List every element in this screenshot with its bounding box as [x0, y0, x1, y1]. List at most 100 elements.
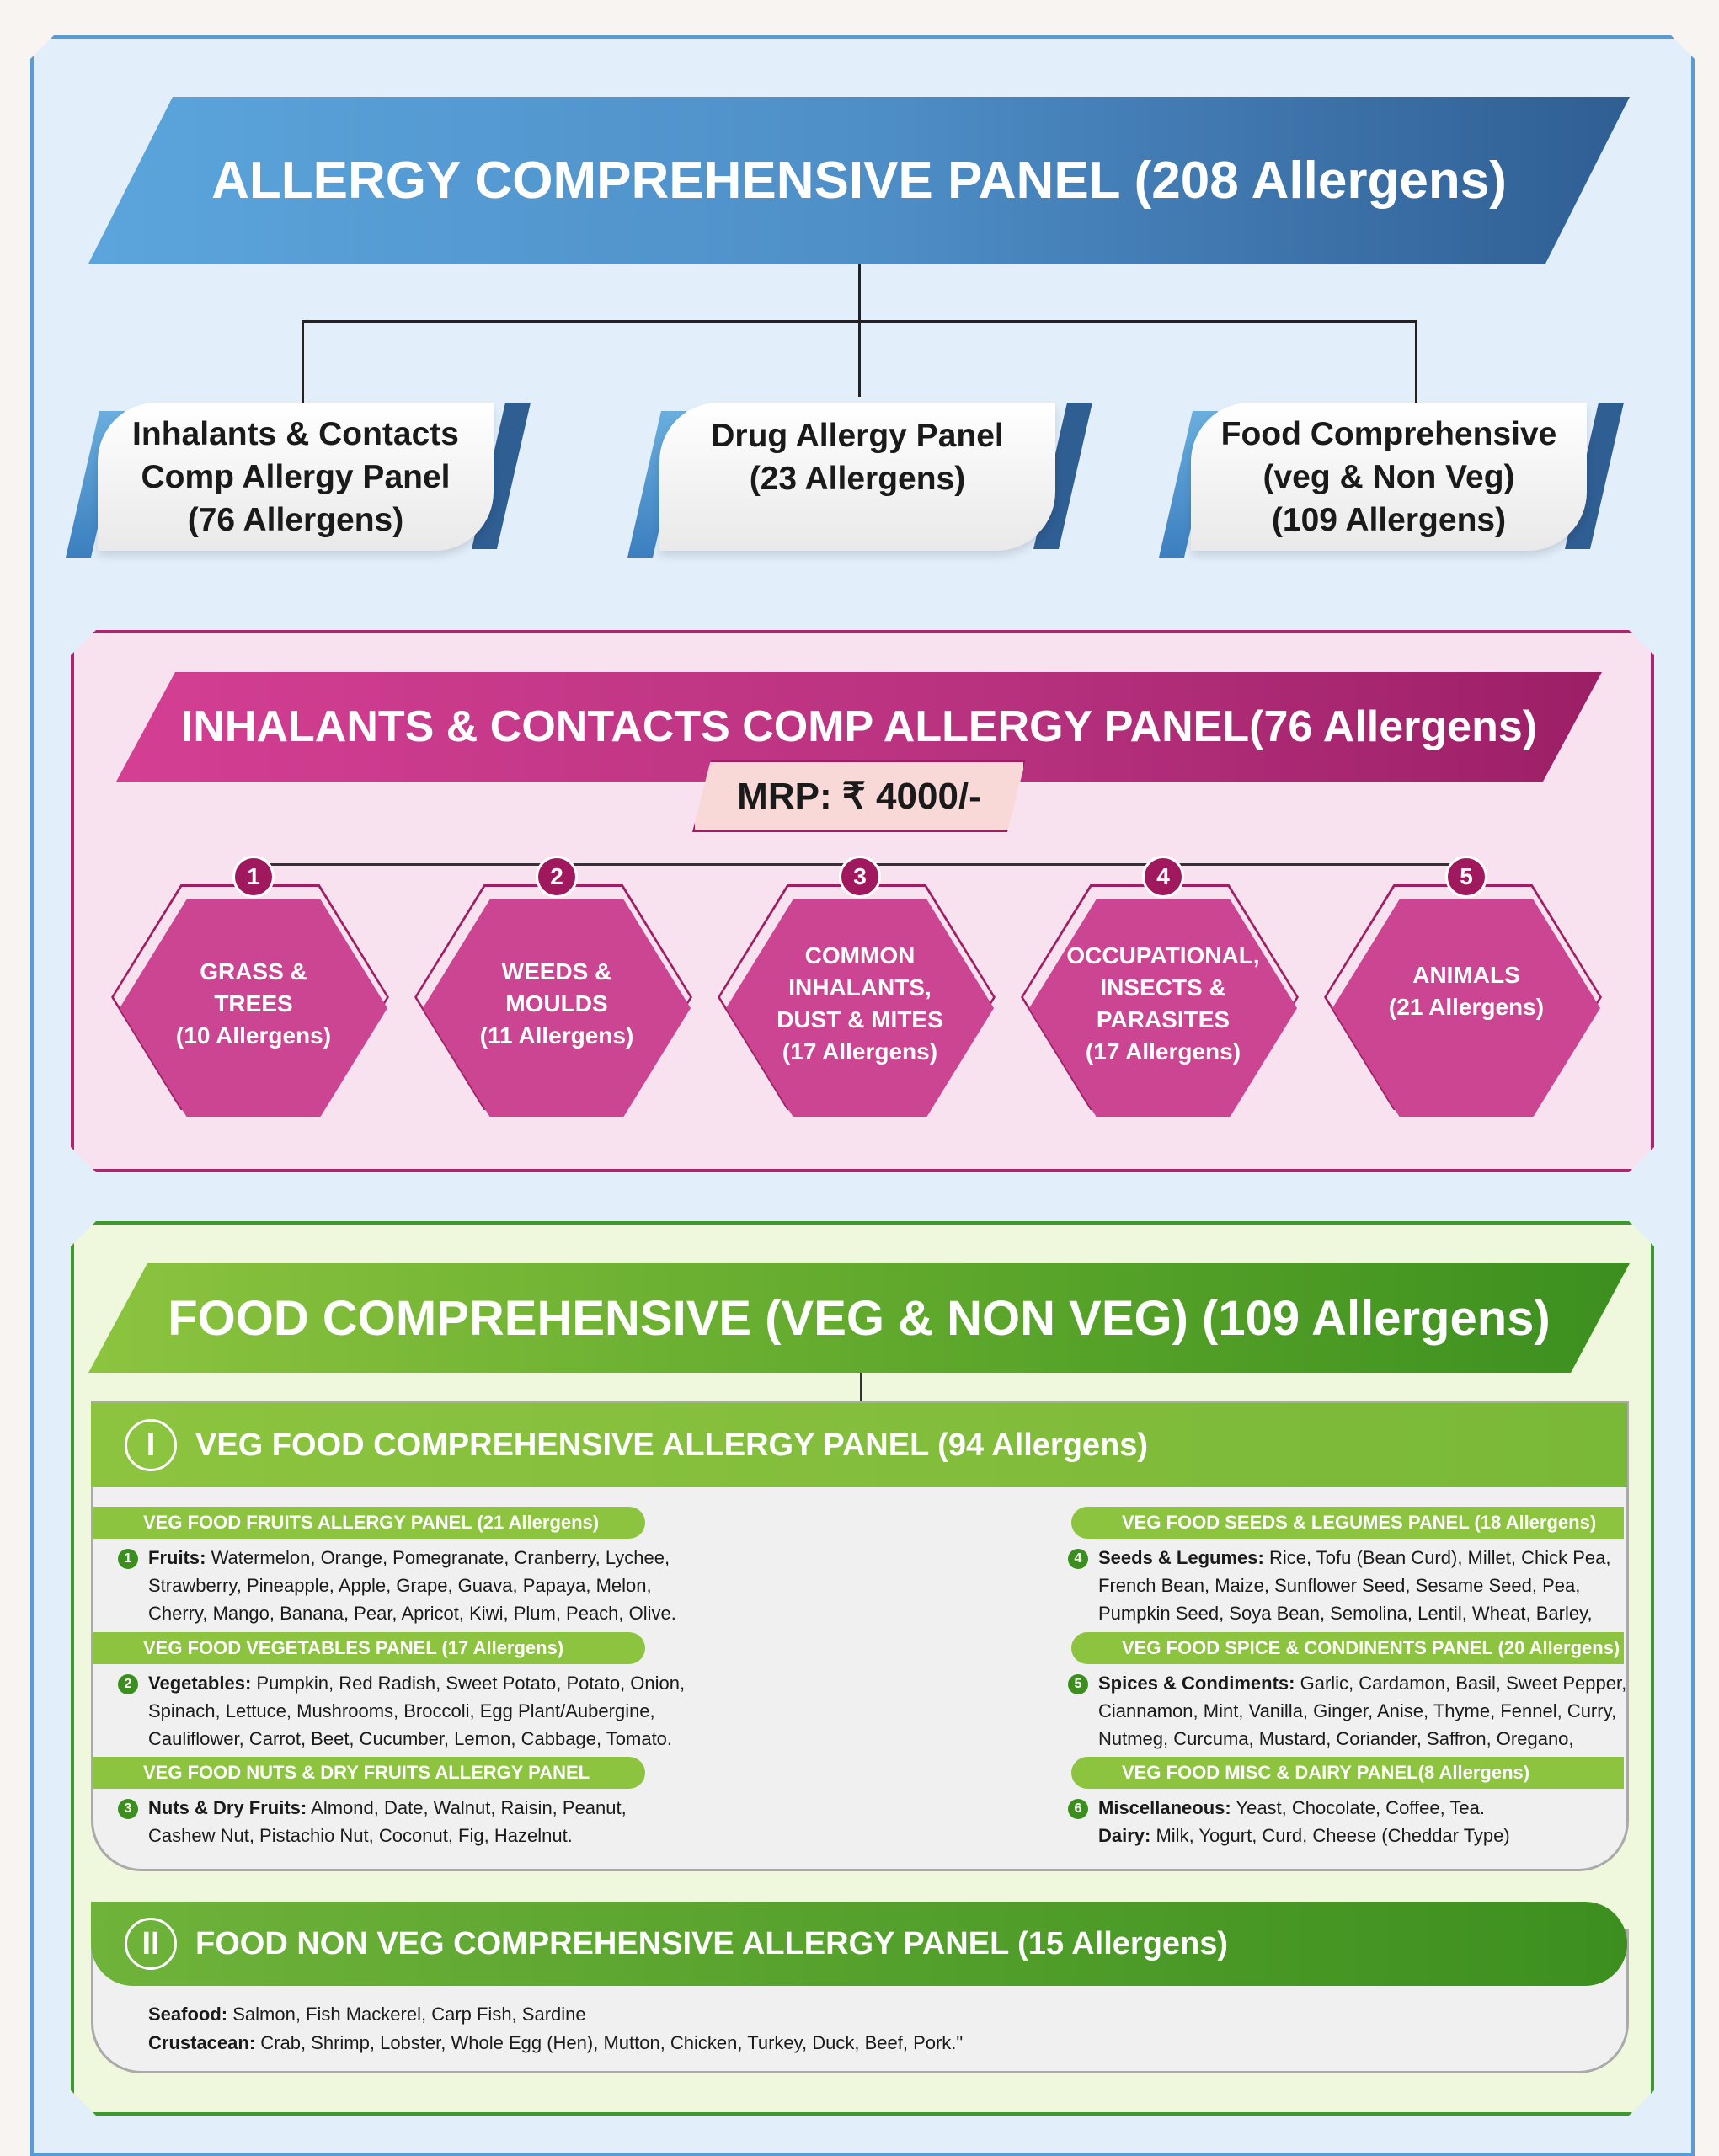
group-number-badge: 4 [1142, 856, 1184, 898]
allergen-items: Almond, Date, Walnut, Raisin, Peanut, [307, 1797, 627, 1818]
allergen-items: Pumpkin, Red Radish, Sweet Potato, Potat… [251, 1673, 686, 1694]
allergen-list-line: Cashew Nut, Pistachio Nut, Coconut, Fig,… [148, 1822, 573, 1849]
allergen-list-line: Seeds & Legumes: Rice, Tofu (Bean Curd),… [1098, 1544, 1610, 1572]
group-number-badge: 1 [232, 856, 275, 898]
number-bullet: 4 [1068, 1549, 1088, 1569]
allergen-list-line: Ciannamon, Mint, Vanilla, Ginger, Anise,… [1098, 1697, 1616, 1725]
sub-panel-drug: Drug Allergy Panel (23 Allergens) [627, 403, 1092, 558]
hexagon-4: OCCUPATIONAL, INSECTS & PARASITES (17 Aller… [1029, 899, 1297, 1117]
subpanel-tag: VEG FOOD MISC & DAIRY PANEL(8 Allergens) [1071, 1757, 1624, 1789]
allergen-items: Garlic, Cardamon, Basil, Sweet Pepper, [1295, 1673, 1627, 1694]
category-label: Nuts & Dry Fruits: [148, 1797, 307, 1818]
nonveg-panel-title: FOOD NON VEG COMPREHENSIVE ALLERGY PANEL… [195, 1925, 1229, 1961]
seafood-line: Seafood: Salmon, Fish Mackerel, Carp Fis… [148, 2000, 586, 2028]
allergen-items: Ciannamon, Mint, Vanilla, Ginger, Anise,… [1098, 1700, 1617, 1721]
roman-numeral-badge: I [125, 1419, 177, 1471]
allergen-items: Spinach, Lettuce, Mushrooms, Broccoli, E… [148, 1700, 655, 1721]
sub-panel-line: (veg & Non Veg) [1263, 458, 1515, 495]
seafood-items: Salmon, Fish Mackerel, Carp Fish, Sardin… [227, 2004, 586, 2025]
allergen-items: Milk, Yogurt, Curd, Cheese (Cheddar Type… [1150, 1825, 1510, 1846]
hexagon-label-line: (17 Allergens) [1085, 1038, 1241, 1065]
allergen-items: Yeast, Chocolate, Coffee, Tea. [1231, 1797, 1486, 1818]
allergen-list-line: Spinach, Lettuce, Mushrooms, Broccoli, E… [148, 1697, 655, 1725]
crustacean-items: Crab, Shrimp, Lobster, Whole Egg (Hen), … [255, 2032, 964, 2053]
seafood-label: Seafood: [148, 2004, 228, 2025]
allergen-items: Rice, Tofu (Bean Curd), Millet, Chick Pe… [1263, 1547, 1611, 1568]
connector-left [302, 320, 304, 404]
subpanel-tag: VEG FOOD SEEDS & LEGUMES PANEL (18 Aller… [1071, 1507, 1624, 1539]
roman-numeral-badge: II [125, 1918, 177, 1970]
allergen-items: Cauliflower, Carrot, Beet, Cucumber, Lem… [148, 1728, 673, 1749]
allergen-list-line: Miscellaneous: Yeast, Chocolate, Coffee,… [1098, 1794, 1485, 1822]
allergen-list-line: Nutmeg, Curcuma, Mustard, Coriander, Saf… [1098, 1725, 1574, 1753]
hexagon-label-line: INSECTS & [1100, 974, 1226, 1001]
allergen-list-line: Spices & Condiments: Garlic, Cardamon, B… [1098, 1669, 1626, 1697]
sub-panel-line: (23 Allergens) [749, 461, 966, 497]
mrp-badge: MRP: ₹ 4000/- [692, 760, 1026, 832]
allergen-items: Cashew Nut, Pistachio Nut, Coconut, Fig,… [148, 1825, 573, 1846]
number-bullet: 3 [118, 1799, 138, 1819]
subpanel-tag: VEG FOOD NUTS & DRY FRUITS ALLERGY PANEL [93, 1757, 645, 1789]
sub-panel-line: Comp Allergy Panel [141, 458, 451, 495]
food-title: FOOD COMPREHENSIVE (VEG & NON VEG) (109 … [88, 1263, 1630, 1373]
allergen-list-line: Pumpkin Seed, Soya Bean, Semolina, Lenti… [1098, 1599, 1593, 1627]
connector-horizontal [302, 320, 1417, 323]
hexagon-label-line: WEEDS & [501, 958, 612, 985]
sub-panel-card: Inhalants & Contacts Comp Allergy Panel … [98, 403, 494, 551]
allergen-items: Nutmeg, Curcuma, Mustard, Coriander, Saf… [1098, 1728, 1574, 1749]
allergen-list-line: Cauliflower, Carrot, Beet, Cucumber, Lem… [148, 1725, 672, 1753]
hexagon-label-line: INHALANTS, [788, 974, 932, 1001]
category-label: Spices & Condiments: [1098, 1673, 1295, 1694]
connector-vertical-main [858, 264, 861, 397]
hexagon-label-line: (11 Allergens) [479, 1022, 634, 1049]
hexagon-label-line: TREES [214, 990, 293, 1017]
veg-panel-title: VEG FOOD COMPREHENSIVE ALLERGY PANEL (94… [195, 1427, 1149, 1463]
hexagon-2: WEEDS & MOULDS (11 Allergens) [423, 899, 691, 1117]
hexagon-label-line: DUST & MITES [777, 1006, 943, 1033]
main-title: ALLERGY COMPREHENSIVE PANEL (208 Allerge… [88, 97, 1630, 264]
category-label: Seeds & Legumes: [1098, 1547, 1264, 1568]
hexagon-label-line: ANIMALS [1412, 962, 1520, 988]
food-connector [860, 1373, 862, 1403]
group-number-badge: 3 [839, 856, 881, 898]
allergen-list-line: Strawberry, Pineapple, Apple, Grape, Gua… [148, 1572, 652, 1599]
sub-panel-card: Food Comprehensive (veg & Non Veg) (109 … [1191, 403, 1587, 551]
allergen-list-line: Fruits: Watermelon, Orange, Pomegranate,… [148, 1544, 670, 1572]
category-label: Miscellaneous: [1098, 1797, 1231, 1818]
crustacean-label: Crustacean: [148, 2032, 256, 2053]
hexagon-label-line: COMMON [804, 942, 916, 969]
veg-panel-header: I VEG FOOD COMPREHENSIVE ALLERGY PANEL (… [91, 1403, 1627, 1487]
allergen-items: Watermelon, Orange, Pomegranate, Cranber… [206, 1547, 670, 1568]
sub-panel-line: Drug Allergy Panel [711, 418, 1004, 454]
hexagon-label-line: (17 Allergens) [782, 1038, 938, 1065]
number-bullet: 2 [118, 1674, 138, 1694]
allergen-list-line: Nuts & Dry Fruits: Almond, Date, Walnut,… [148, 1794, 627, 1822]
sub-panel-inhalants: Inhalants & Contacts Comp Allergy Panel … [66, 403, 531, 558]
group-number-badge: 2 [536, 856, 578, 898]
hexagon-label-line: PARASITES [1096, 1006, 1231, 1033]
number-bullet: 6 [1068, 1799, 1088, 1819]
hexagon-1: GRASS &TREES(10 Allergens) [120, 899, 387, 1117]
allergen-items: Cherry, Mango, Banana, Pear, Apricot, Ki… [148, 1603, 676, 1624]
allergen-list-line: French Bean, Maize, Sunflower Seed, Sesa… [1098, 1572, 1580, 1599]
allergen-list-line: Vegetables: Pumpkin, Red Radish, Sweet P… [148, 1669, 685, 1697]
allergen-items: French Bean, Maize, Sunflower Seed, Sesa… [1098, 1575, 1581, 1596]
hexagon-label-line: OCCUPATIONAL, [1066, 942, 1260, 969]
hexagon-label-line: MOULDS [505, 990, 608, 1017]
category-label: Vegetables: [148, 1673, 252, 1694]
sub-panel-line: Inhalants & Contacts [132, 415, 459, 452]
subpanel-tag: VEG FOOD SPICE & CONDINENTS PANEL (20 Al… [1071, 1632, 1624, 1664]
nonveg-panel-header: II FOOD NON VEG COMPREHENSIVE ALLERGY PA… [91, 1902, 1627, 1986]
hexagon-label-line: (21 Allergens) [1388, 994, 1545, 1020]
sub-panel-food: Food Comprehensive (veg & Non Veg) (109 … [1159, 403, 1624, 558]
hexagon-label-line: GRASS & [200, 958, 307, 985]
number-bullet: 5 [1068, 1674, 1088, 1694]
hexagon-5: ANIMALS (21 Allergens) [1332, 899, 1600, 1117]
crustacean-line: Crustacean: Crab, Shrimp, Lobster, Whole… [148, 2029, 963, 2057]
allergen-items: Pumpkin Seed, Soya Bean, Semolina, Lenti… [1098, 1603, 1593, 1624]
allergen-list-line: Cherry, Mango, Banana, Pear, Apricot, Ki… [148, 1599, 676, 1627]
hexagon-3: COMMON INHALANTS, DUST & MITES (17 Allergen… [726, 899, 994, 1117]
connector-right [1415, 320, 1417, 404]
category-label: Dairy: [1098, 1825, 1151, 1846]
sub-panel-card: Drug Allergy Panel (23 Allergens) [659, 403, 1055, 551]
